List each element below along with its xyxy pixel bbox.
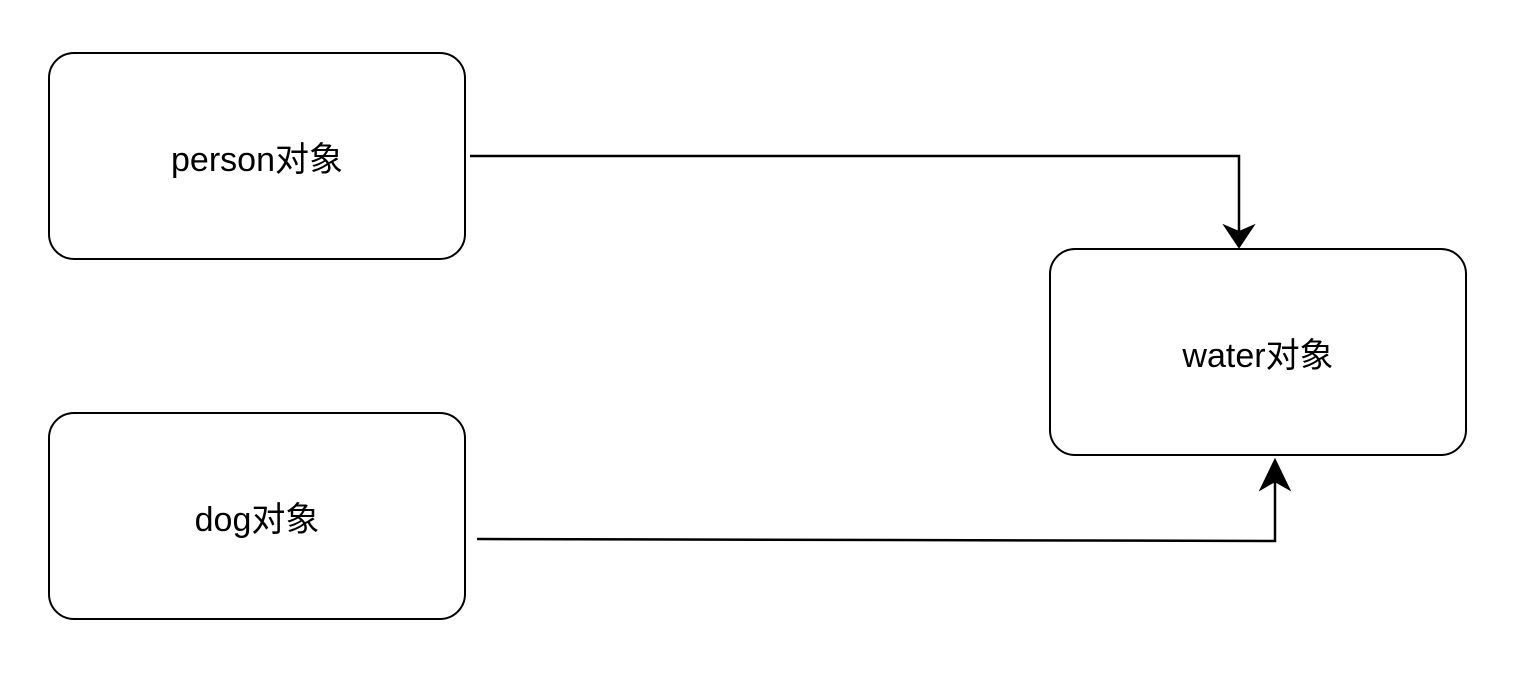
- node-label: dog对象: [194, 500, 320, 539]
- edge-person-to-water[interactable]: [470, 154, 1241, 232]
- arrowhead-dog-water: [1258, 457, 1292, 492]
- node-person[interactable]: person对象: [48, 52, 466, 260]
- node-dog[interactable]: dog对象: [48, 412, 466, 620]
- edge-dog-to-water[interactable]: [476, 475, 1277, 543]
- node-water[interactable]: water对象: [1049, 248, 1467, 456]
- node-label: person对象: [171, 140, 343, 179]
- arrowhead-person-water: [1222, 223, 1256, 249]
- node-label: water对象: [1182, 336, 1334, 375]
